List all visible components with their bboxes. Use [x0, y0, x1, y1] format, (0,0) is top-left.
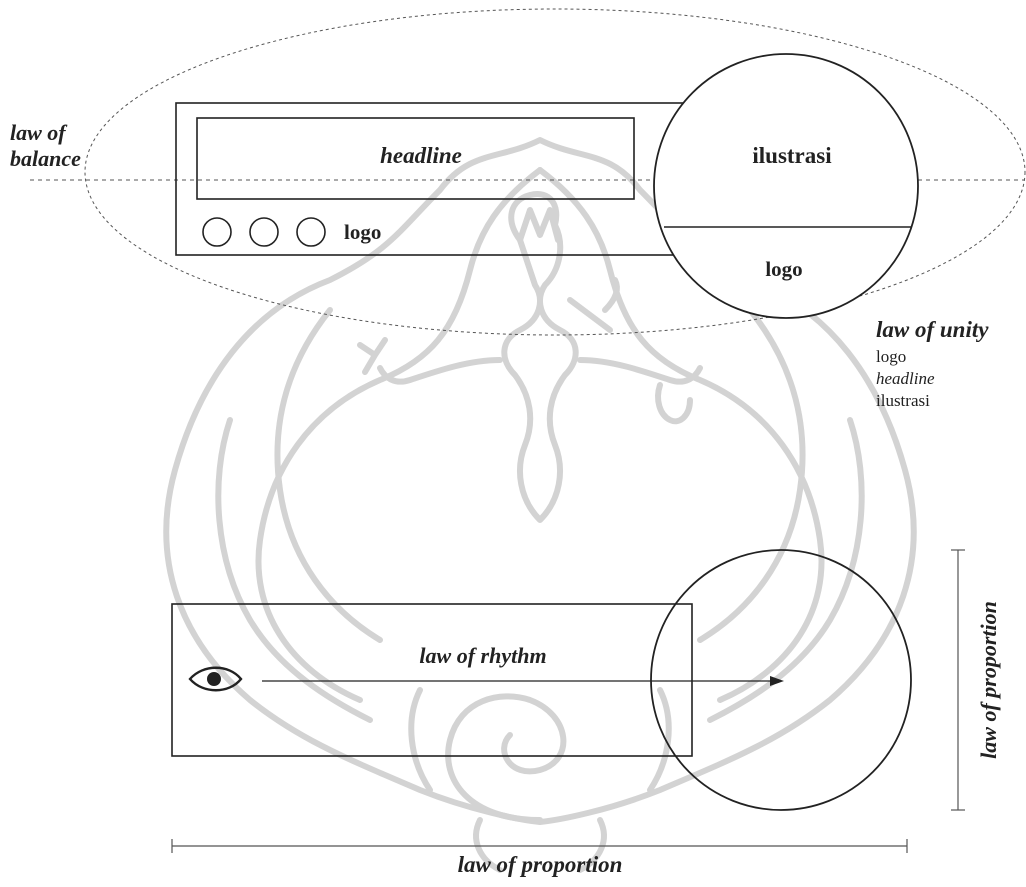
logo-label-left: logo	[344, 220, 381, 244]
logo-label-circle: logo	[765, 257, 802, 281]
unity-item-ilustrasi: ilustrasi	[876, 391, 930, 410]
dot-circle-3	[297, 218, 325, 246]
vertical-proportion-measure	[951, 550, 965, 810]
unity-item-logo: logo	[876, 347, 906, 366]
eye-icon	[190, 668, 241, 691]
rhythm-layout-box	[172, 604, 692, 756]
unity-title: law of unity	[876, 317, 989, 342]
unity-item-headline: headline	[876, 369, 935, 388]
ilustrasi-label: ilustrasi	[752, 143, 832, 168]
balance-label-line1: law of	[10, 120, 68, 145]
rhythm-arrow	[262, 676, 784, 686]
dot-circle-2	[250, 218, 278, 246]
proportion-vertical-label: law of proportion	[976, 601, 1001, 759]
horizontal-proportion-measure	[172, 839, 907, 853]
balance-label-line2: balance	[10, 146, 81, 171]
rhythm-label: law of rhythm	[419, 643, 546, 668]
dot-circle-1	[203, 218, 231, 246]
headline-label: headline	[380, 143, 462, 168]
top-layout-box	[176, 103, 696, 255]
proportion-horizontal-label: law of proportion	[458, 852, 623, 877]
